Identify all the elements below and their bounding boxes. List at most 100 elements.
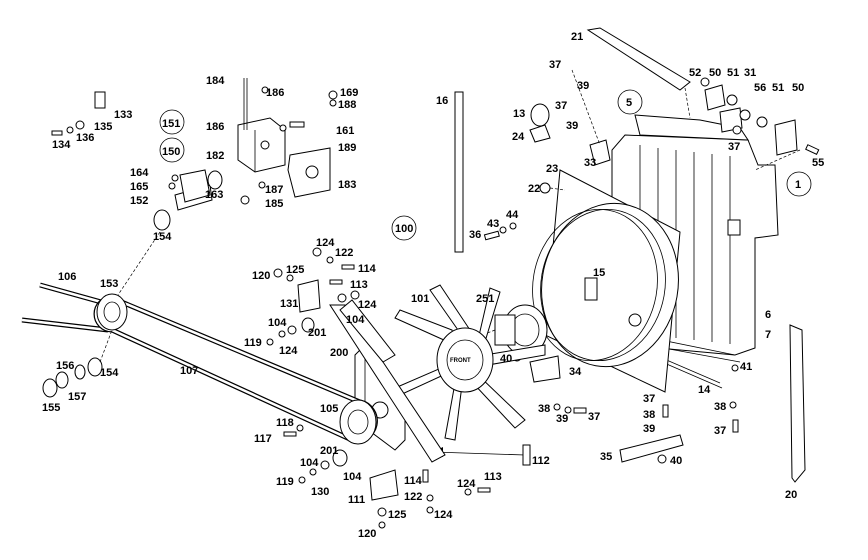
label-169: 169 <box>340 87 358 99</box>
label-39a: 39 <box>577 80 589 92</box>
idler-152 <box>153 169 223 231</box>
rod-16 <box>454 91 464 253</box>
label-56: 56 <box>754 82 766 94</box>
label-40a: 40 <box>500 353 512 365</box>
label-157: 157 <box>68 391 86 403</box>
part-13 <box>530 103 550 127</box>
label-201a: 201 <box>308 327 326 339</box>
label-23: 23 <box>546 163 558 175</box>
label-112: 112 <box>532 455 550 467</box>
label-185: 185 <box>265 198 283 210</box>
label-38c: 38 <box>714 401 726 413</box>
label-43: 43 <box>487 218 499 230</box>
label-133: 133 <box>114 109 132 121</box>
label-37a: 37 <box>549 59 561 71</box>
label-55: 55 <box>812 157 824 169</box>
label-183: 183 <box>338 179 356 191</box>
label-124d: 124 <box>457 478 476 490</box>
label-44: 44 <box>506 209 519 221</box>
label-120b: 120 <box>358 528 376 540</box>
label-124c: 124 <box>279 345 298 357</box>
label-135: 135 <box>94 121 112 133</box>
bracket-111 <box>369 469 399 501</box>
label-152: 152 <box>130 195 148 207</box>
label-130: 130 <box>311 486 329 498</box>
label-122a: 122 <box>335 247 353 259</box>
label-104d: 104 <box>343 471 362 483</box>
label-114b: 114 <box>404 475 423 487</box>
label-124e: 124 <box>434 509 453 521</box>
label-189: 189 <box>338 142 356 154</box>
label-151: 151 <box>162 118 180 130</box>
pulley-105 <box>339 399 377 445</box>
label-186b: 186 <box>206 121 224 133</box>
label-156: 156 <box>56 360 74 372</box>
label-52: 52 <box>689 67 701 79</box>
label-20: 20 <box>785 489 797 501</box>
label-188: 188 <box>338 99 356 111</box>
label-125a: 125 <box>286 264 304 276</box>
label-36: 36 <box>469 229 481 241</box>
label-51a: 51 <box>727 67 739 79</box>
fan-101: FRONT <box>394 284 546 441</box>
label-182: 182 <box>206 150 224 162</box>
bracket-182 <box>237 117 286 173</box>
label-119b: 119 <box>276 476 294 488</box>
label-117: 117 <box>254 433 272 445</box>
bracket-131 <box>297 279 321 313</box>
fan-hub-text: FRONT <box>450 358 471 364</box>
label-5: 5 <box>626 97 632 109</box>
label-124b: 124 <box>358 299 377 311</box>
label-1: 1 <box>795 179 801 191</box>
label-39b: 39 <box>566 120 578 132</box>
label-251: 251 <box>476 293 494 305</box>
label-187: 187 <box>265 184 283 196</box>
label-21: 21 <box>571 31 583 43</box>
label-104a: 104 <box>268 317 287 329</box>
label-37d: 37 <box>588 411 600 423</box>
label-105: 105 <box>320 403 338 415</box>
label-122b: 122 <box>404 491 422 503</box>
label-154a: 154 <box>153 231 172 243</box>
label-39d: 39 <box>643 423 655 435</box>
label-150: 150 <box>162 146 180 158</box>
label-134: 134 <box>52 139 71 151</box>
label-38a: 38 <box>538 403 550 415</box>
arrow-112 <box>432 451 526 456</box>
label-119a: 119 <box>244 337 262 349</box>
label-37b: 37 <box>555 100 567 112</box>
label-113a: 113 <box>350 279 368 291</box>
label-101: 101 <box>411 293 429 305</box>
label-100: 100 <box>395 223 413 235</box>
label-104c: 104 <box>300 457 319 469</box>
strip-21 <box>586 27 691 91</box>
label-7: 7 <box>765 329 771 341</box>
label-186a: 186 <box>266 87 284 99</box>
label-107: 107 <box>180 365 198 377</box>
label-113b: 113 <box>484 471 502 483</box>
label-165: 165 <box>130 181 148 193</box>
label-161: 161 <box>336 125 354 137</box>
label-31: 31 <box>744 67 756 79</box>
label-201b: 201 <box>320 445 338 457</box>
label-114a: 114 <box>358 263 377 275</box>
label-39c: 39 <box>556 413 568 425</box>
label-136: 136 <box>76 132 94 144</box>
label-16: 16 <box>436 95 448 107</box>
label-13: 13 <box>513 108 525 120</box>
label-153: 153 <box>100 278 118 290</box>
fan-hub-251 <box>469 304 548 356</box>
label-154b: 154 <box>100 367 119 379</box>
label-163: 163 <box>205 189 223 201</box>
label-184: 184 <box>206 75 225 87</box>
label-34: 34 <box>569 366 582 378</box>
label-15: 15 <box>593 267 605 279</box>
label-35: 35 <box>600 451 612 463</box>
label-120a: 120 <box>252 270 270 282</box>
label-50a: 50 <box>709 67 721 79</box>
label-111: 111 <box>348 494 365 506</box>
label-24: 24 <box>512 131 525 143</box>
